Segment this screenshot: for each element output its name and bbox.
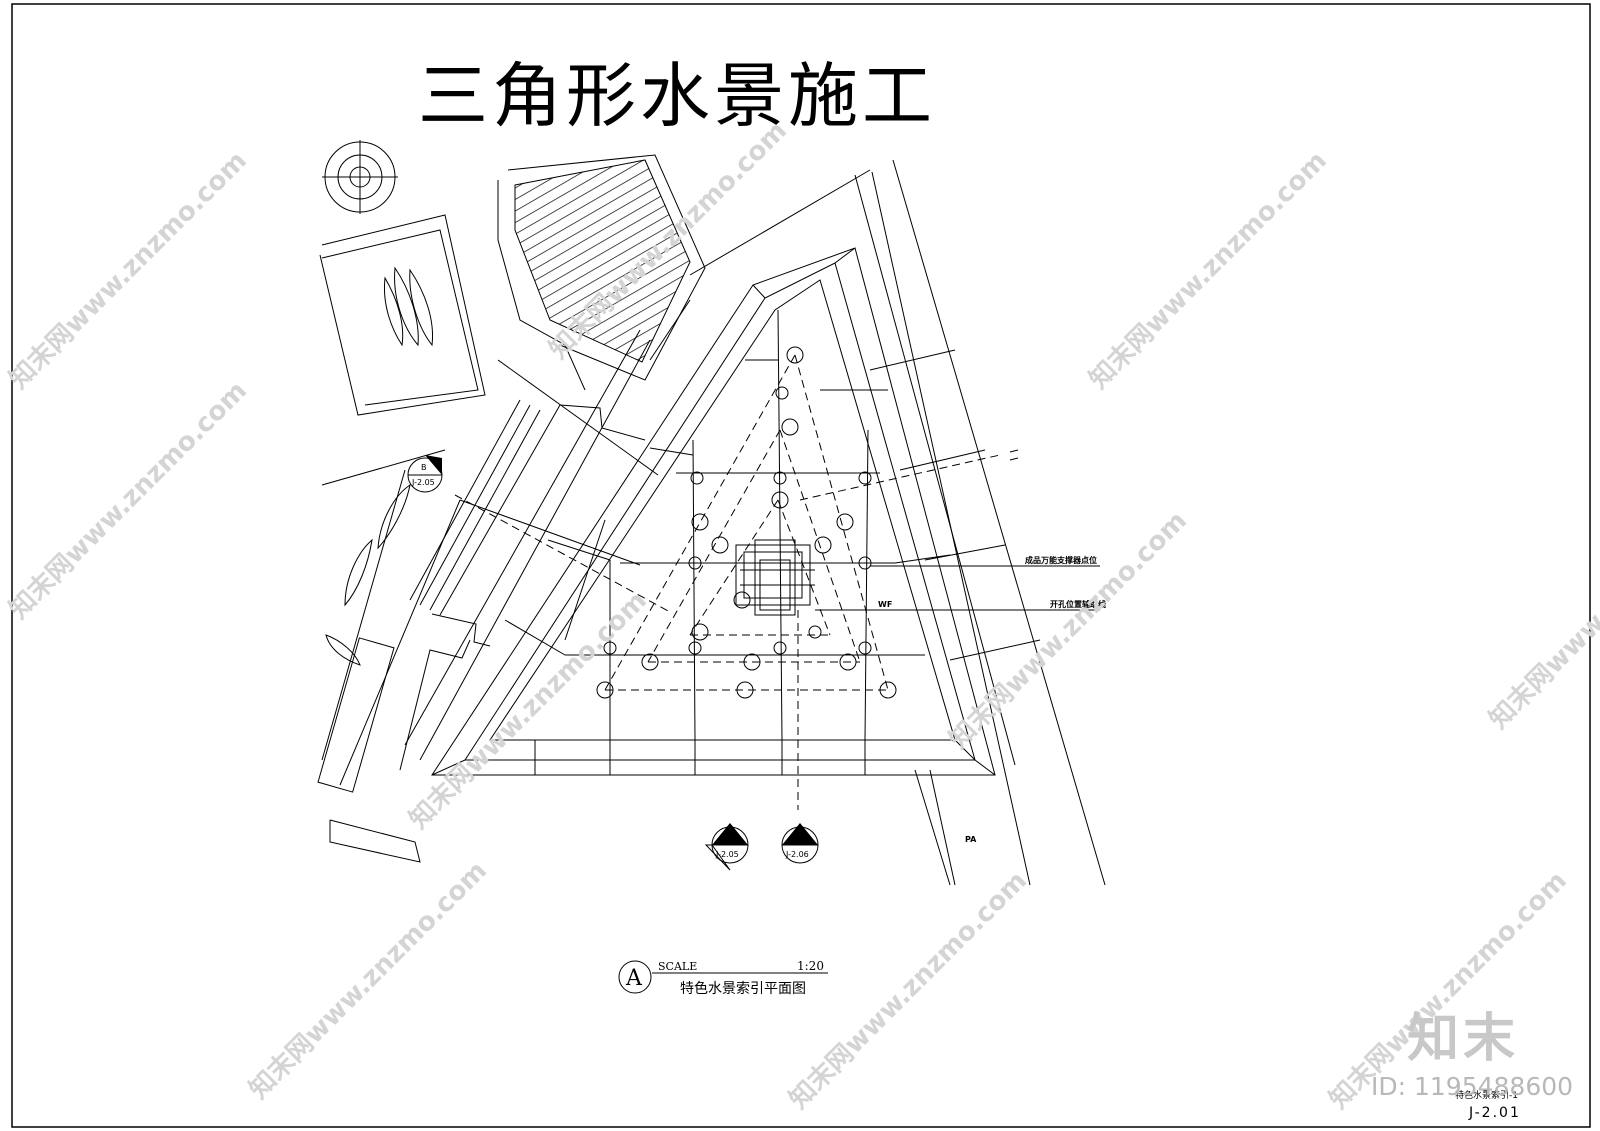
section-marker-b: B J-2.05 <box>407 455 443 493</box>
watermark-text: 知末网www.znzmo.com <box>1084 146 1333 395</box>
watermark-text: 知末网www.znzmo.com <box>4 376 253 625</box>
section-marker-b-sheet: J-2.05 <box>411 478 435 487</box>
section-marker-a-205: A J-2.05 <box>704 823 749 871</box>
hatched-planter <box>497 154 706 391</box>
hole-line-callout: 开孔位置辅助线 <box>1050 599 1106 609</box>
section-marker-a-206-letter: A <box>796 834 802 843</box>
right-road <box>689 159 1106 886</box>
watermark-text: 知末网www.znzmo.com <box>1484 486 1600 735</box>
callout-leaders <box>815 449 1100 611</box>
sheet-number: J-2.01 <box>1469 1105 1521 1121</box>
wf-label: WF <box>878 600 892 609</box>
drawing-name: 特色水景索引平面图 <box>680 980 806 997</box>
section-marker-a-206: A J-2.06 <box>781 823 819 864</box>
watermark-text: 知末网www.znzmo.com <box>944 506 1193 755</box>
page-title: 三角形水景施工 <box>418 55 936 137</box>
sheet-border <box>11 3 1591 1128</box>
scale-label: SCALE <box>658 960 697 973</box>
watermark-image-id: ID: 1195488600 <box>1371 1072 1574 1101</box>
watermark-logo: 知末 <box>1407 1009 1520 1069</box>
support-point-callout: 成品万能支撑器点位 <box>1025 555 1097 565</box>
drawing-label-letter: A <box>625 966 643 991</box>
watermark-text: 知末网www.znzmo.com <box>244 856 493 1105</box>
drawing-label: A SCALE 1:20 特色水景索引平面图 <box>618 959 828 997</box>
section-marker-a-205-sheet: J-2.05 <box>715 850 739 859</box>
center-pump-box <box>735 539 815 616</box>
section-marker-b-letter: B <box>421 463 427 472</box>
section-marker-a-206-sheet: J-2.06 <box>785 850 809 859</box>
watermark-text: 知末网www.znzmo.com <box>784 866 1033 1115</box>
watermark-text: 知末网www.znzmo.com <box>4 146 253 395</box>
left-planter <box>317 214 486 863</box>
nozzle-circles <box>596 346 897 699</box>
section-marker-a-205-letter: A <box>726 834 732 843</box>
diagonal-walkway <box>404 299 691 761</box>
pa-label: PA <box>965 835 977 844</box>
scale-value: 1:20 <box>797 959 824 973</box>
nozzle-layout <box>454 354 1001 810</box>
watermark-text: 知末网www.znzmo.com <box>404 586 653 835</box>
sheet-name: 特色水景索引-1 <box>1455 1091 1518 1101</box>
triangle-water-feature <box>431 247 996 776</box>
north-symbol <box>322 140 398 214</box>
